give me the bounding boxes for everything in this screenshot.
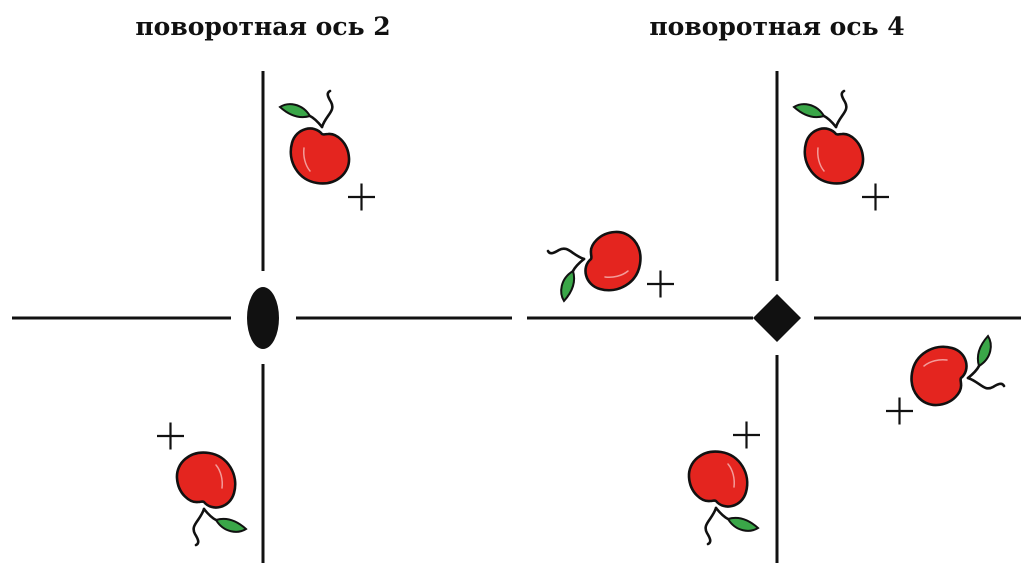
cherry-icon	[687, 450, 760, 546]
cherry-motif	[546, 230, 674, 303]
panel-fourfold-axis: поворотная ось 4	[527, 12, 1021, 563]
cherry-motif	[687, 421, 760, 546]
cherry-motif	[278, 89, 375, 211]
plus-sign-icon	[157, 422, 184, 450]
plus-sign-icon	[886, 397, 913, 425]
cherry-icon	[278, 89, 351, 185]
plus-sign-icon	[862, 183, 889, 211]
cherry-motif	[886, 334, 1006, 425]
cherry-motif	[157, 422, 248, 547]
panel-twofold-axis: поворотная ось 2	[12, 12, 512, 563]
plus-sign-icon	[647, 270, 674, 298]
cherry-icon	[792, 89, 865, 185]
panel-title: поворотная ось 2	[135, 12, 390, 41]
cherry-icon	[910, 334, 1006, 407]
panel-title: поворотная ось 4	[649, 12, 904, 41]
ellipse-symbol-icon	[247, 287, 279, 349]
cherry-icon	[175, 451, 248, 547]
diamond-symbol-icon	[753, 294, 801, 342]
cherry-icon	[546, 230, 642, 303]
plus-sign-icon	[348, 183, 375, 211]
plus-sign-icon	[733, 421, 760, 449]
cherry-motif	[792, 89, 889, 211]
